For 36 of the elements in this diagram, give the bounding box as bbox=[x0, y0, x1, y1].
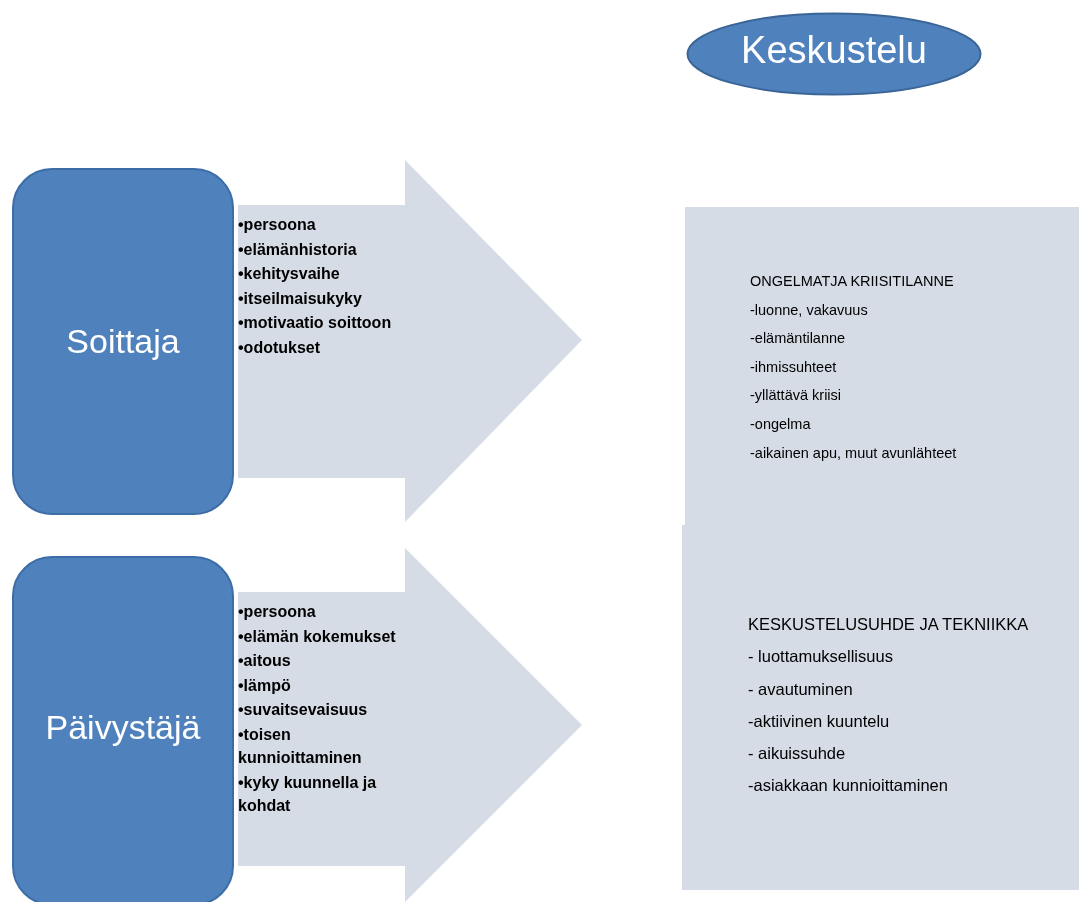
panel-item: -asiakkaan kunnioittaminen bbox=[748, 776, 949, 797]
bullet-item: •motivaatio soittoon bbox=[238, 313, 393, 334]
panel-item: - aikuissuhde bbox=[748, 744, 847, 765]
panel-item: -ongelma bbox=[750, 415, 812, 434]
bullet-item: •persoona bbox=[238, 215, 317, 235]
block-arrow bbox=[238, 548, 582, 902]
panel-item: -aikainen apu, muut avunlähteet bbox=[750, 444, 958, 463]
bullet-item: •aitous bbox=[238, 651, 292, 672]
role-box bbox=[12, 168, 234, 515]
panel-item: -aktiivinen kuuntelu bbox=[748, 711, 891, 732]
title-ellipse bbox=[686, 12, 982, 96]
bullet-item: •odotukset bbox=[238, 337, 322, 358]
panel-heading: ONGELMATJA KRIISITILANNE bbox=[750, 273, 955, 291]
bullet-item: •elämän kokemukset bbox=[238, 626, 397, 647]
bullet-item: •elämänhistoria bbox=[238, 239, 358, 260]
block-arrow bbox=[238, 160, 582, 522]
bullet-item: •kyky kuunnella ja kohdat bbox=[238, 772, 378, 816]
panel-item: -luonne, vakavuus bbox=[750, 301, 869, 320]
bullet-item: •persoona bbox=[238, 602, 317, 622]
panel-item: - luottamuksellisuus bbox=[748, 647, 894, 668]
title-text: Keskustelu bbox=[740, 29, 928, 72]
panel-item: -ihmissuhteet bbox=[750, 358, 838, 377]
bullet-item: •lämpö bbox=[238, 675, 292, 696]
panel-item: - avautuminen bbox=[748, 679, 854, 700]
bullet-item: •suvaitsevaisuus bbox=[238, 700, 369, 721]
panel-item: -elämäntilanne bbox=[750, 330, 847, 349]
role-box bbox=[12, 556, 234, 902]
bullet-item: •kehitysvaihe bbox=[238, 264, 341, 285]
panel-item: -yllättävä kriisi bbox=[750, 387, 843, 406]
role-label: Päivystäjä bbox=[44, 708, 202, 747]
info-panel bbox=[682, 525, 1079, 890]
bullet-item: •itseilmaisukyky bbox=[238, 288, 363, 309]
panel-heading: KESKUSTELUSUHDE JA TEKNIIKKA bbox=[748, 615, 1030, 635]
info-panel bbox=[685, 207, 1079, 525]
bullet-item: •toisen kunnioittaminen bbox=[238, 724, 363, 768]
role-label: Soittaja bbox=[65, 322, 181, 361]
